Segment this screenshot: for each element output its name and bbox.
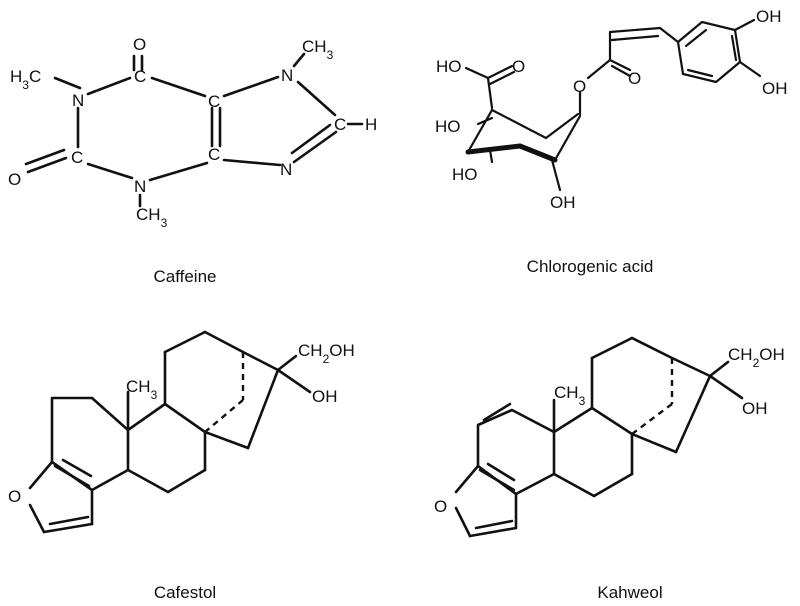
chlorogenic-ho-quat: HO	[435, 117, 461, 136]
caffeine-methyl-top: CH3	[302, 37, 334, 62]
chlorogenic-oh-bottom: OH	[550, 193, 576, 212]
caffeine-label: Caffeine	[153, 267, 216, 286]
kahweol-label: Kahweol	[597, 583, 662, 602]
chlorogenic-oh-ring-right: OH	[762, 79, 788, 98]
caffeine-atom-c-right: C	[334, 115, 346, 134]
chlorogenic-cooh-o: O	[512, 57, 525, 76]
kahweol-ch2oh: CH2OH	[728, 345, 785, 370]
caffeine-bonds	[24, 52, 364, 208]
caffeine-atom-c-fuse-bottom: C	[208, 145, 220, 164]
kahweol-oh: OH	[742, 399, 768, 418]
kahweol-bonds	[454, 336, 744, 538]
caffeine-atom-o-top: O	[133, 35, 146, 54]
chlorogenic-acid-structure: HO O HO HO OH O O OH OH Chlorogenic acid	[435, 7, 788, 276]
chlorogenic-acid-label: Chlorogenic acid	[527, 257, 654, 276]
kahweol-o-furan: O	[434, 497, 447, 516]
caffeine-methyl-bottom: CH3	[136, 205, 168, 230]
cafestol-bonds	[28, 330, 312, 534]
caffeine-atom-c-top: C	[134, 67, 146, 86]
caffeine-atom-n-top: N	[281, 66, 293, 85]
chlorogenic-acid-bonds	[464, 18, 762, 192]
kahweol-ch3: CH3	[554, 383, 586, 408]
chlorogenic-ester-o: O	[573, 77, 586, 96]
caffeine-atom-h: H	[365, 115, 377, 134]
cafestol-o-furan: O	[8, 487, 21, 506]
caffeine-atom-n-left: N	[72, 91, 84, 110]
caffeine-atom-c-fuse-top: C	[208, 92, 220, 111]
chlorogenic-ho-lower: HO	[452, 165, 478, 184]
caffeine-atom-c-left: C	[71, 148, 83, 167]
kahweol-structure: CH2OH OH CH3 O Kahweol	[434, 336, 785, 602]
caffeine-atom-n-right: N	[280, 160, 292, 179]
cafestol-ch3: CH3	[126, 377, 158, 402]
chlorogenic-cooh-ho: HO	[436, 57, 462, 76]
chlorogenic-oh-ring-top: OH	[756, 7, 782, 26]
caffeine-structure: O C H3C N C O N CH3 C C N CH3 C H N Caff…	[8, 35, 377, 286]
caffeine-methyl-left: H3C	[10, 67, 41, 92]
cafestol-ch2oh: CH2OH	[298, 341, 355, 366]
caffeine-atom-o-left: O	[8, 170, 21, 189]
chlorogenic-ester-carbonyl-o: O	[628, 69, 641, 88]
cafestol-label: Cafestol	[154, 583, 216, 602]
cafestol-oh: OH	[312, 387, 338, 406]
caffeine-atom-n-bottom: N	[134, 177, 146, 196]
cafestol-structure: CH2OH OH CH3 O Cafestol	[8, 330, 355, 602]
